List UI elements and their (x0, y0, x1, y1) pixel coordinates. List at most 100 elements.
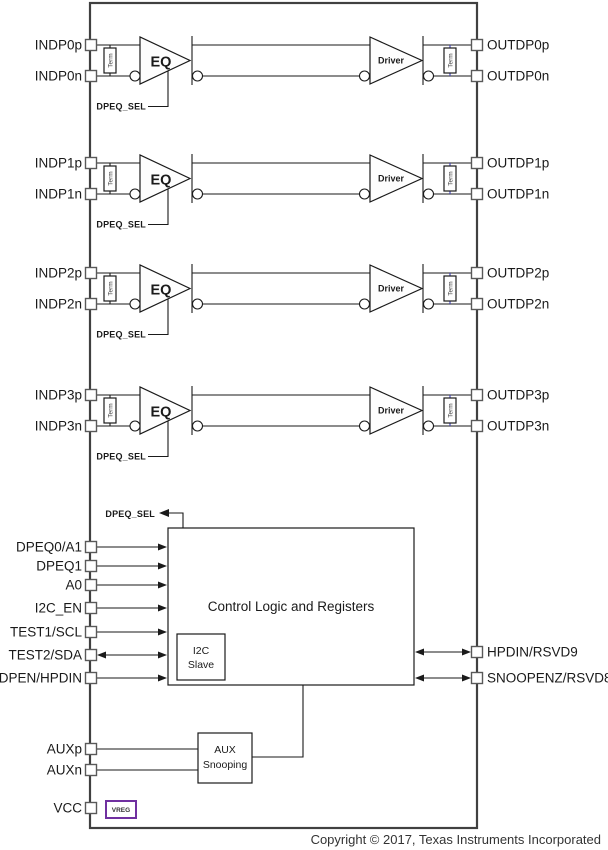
driver-amp-triangle (369, 36, 424, 85)
arrowhead-right-icon (158, 628, 167, 636)
driver-out-bubble (422, 188, 435, 200)
eq-label: EQ (151, 283, 172, 299)
pin-label: SNOOPENZ/RSVD8 (487, 671, 608, 686)
driver-invert-bubble (358, 188, 371, 200)
pin-square-in-n (84, 187, 98, 201)
power-section: VCC VREG (53, 800, 137, 819)
pin-square-auxp (84, 742, 98, 756)
dpeq-sel-net-label: DPEQ_SEL (96, 452, 146, 462)
driver-amp-triangle (369, 154, 424, 203)
arrowhead-right-icon (158, 562, 167, 570)
pin-label-in-n: INDP2n (35, 297, 82, 312)
pin-label-out-p: OUTDP3p (487, 388, 549, 403)
eq-amp-triangle (139, 154, 192, 203)
term-out-label: Term (447, 53, 454, 67)
pin-label: DPEQ1 (36, 559, 82, 574)
arrowhead-right-icon (158, 651, 167, 659)
eq-out-bubble (191, 420, 204, 432)
dpeq-sel-net-label: DPEQ_SEL (96, 220, 146, 230)
dpeq-sel-wire (148, 299, 169, 336)
control-pin-row-test2-sda: TEST2/SDA (8, 648, 167, 663)
driver-invert-bubble (358, 420, 371, 432)
copyright-notice: Copyright © 2017, Texas Instruments Inco… (311, 832, 601, 847)
term-in-block (103, 165, 117, 192)
pin-square (470, 645, 484, 659)
pin-square-in-n (84, 297, 98, 311)
pin-square (84, 559, 98, 573)
pin-square-auxn (84, 763, 98, 777)
control-pin-row-dpeq0-a1: DPEQ0/A1 (16, 540, 167, 555)
dpeq-sel-out-label: DPEQ_SEL (105, 509, 155, 519)
pin-square-in-n (84, 419, 98, 433)
pin-square-in-p (84, 156, 98, 170)
dpeq-sel-net-label: DPEQ_SEL (96, 102, 146, 112)
pin-square-out-p (470, 388, 484, 402)
term-out-block (443, 47, 457, 74)
channel-1: INDP1p INDP1n Term EQ DPEQ_SEL Driver Te… (35, 154, 549, 230)
term-in-block (103, 47, 117, 74)
interconnect-wires (192, 394, 370, 427)
vreg-block (105, 800, 137, 819)
driver-label: Driver (378, 406, 405, 416)
channel-2: INDP2p INDP2n Term EQ DPEQ_SEL Driver Te… (35, 264, 549, 340)
driver-label: Driver (378, 174, 405, 184)
dpeq-sel-wire (148, 189, 169, 226)
term-in-block (103, 275, 117, 302)
pin-square-vcc (84, 801, 98, 815)
driver-out-bubble (422, 70, 435, 82)
pin-square (470, 671, 484, 685)
pin-label-out-p: OUTDP2p (487, 266, 549, 281)
pin-square-out-n (470, 187, 484, 201)
pin-label-out-p: OUTDP1p (487, 156, 549, 171)
term-out-label: Term (447, 403, 454, 417)
pin-label: A0 (65, 578, 82, 593)
aux-snooping-label-line2: Snooping (203, 759, 248, 771)
input-wires (96, 394, 140, 427)
interconnect-wires (192, 162, 370, 195)
interconnect-wires (192, 44, 370, 77)
pin-label: HPDIN/RSVD9 (487, 645, 578, 660)
pin-label-auxn: AUXn (47, 763, 82, 778)
eq-invert-bubble (129, 70, 141, 82)
pin-label: TEST1/SCL (10, 625, 83, 640)
arrowhead-left-icon (159, 509, 169, 517)
input-wires (96, 162, 140, 195)
pin-label-in-n: INDP3n (35, 419, 82, 434)
pin-label-out-n: OUTDP2n (487, 297, 549, 312)
pin-label-out-p: OUTDP0p (487, 38, 549, 53)
term-in-label: Term (107, 403, 114, 417)
dpeq-sel-wire (148, 421, 169, 458)
driver-invert-bubble (358, 298, 371, 310)
term-out-block (443, 397, 457, 424)
control-pin-row-a0: A0 (65, 578, 167, 593)
term-out-label: Term (447, 171, 454, 185)
channel-0: INDP0p INDP0n Term EQ DPEQ_SEL Driver Te… (35, 36, 549, 112)
driver-invert-bubble (358, 70, 371, 82)
arrowhead-left-icon (415, 674, 424, 682)
eq-amp-triangle (139, 36, 192, 85)
aux-snooping-block (197, 732, 253, 784)
pin-square-out-p (470, 156, 484, 170)
arrowhead-left-icon (97, 651, 106, 659)
pin-label: TEST2/SDA (8, 648, 82, 663)
i2c-slave-label-line1: I2C (193, 645, 210, 657)
arrowhead-left-icon (415, 648, 424, 656)
pin-label-out-n: OUTDP3n (487, 419, 549, 434)
pin-square (84, 648, 98, 662)
aux-section: AUX Snooping AUXp AUXn (47, 685, 304, 784)
pin-square-out-n (470, 419, 484, 433)
pin-label-in-p: INDP3p (35, 388, 82, 403)
control-pin-row-i2c-en: I2C_EN (35, 601, 167, 616)
pin-square-out-p (470, 266, 484, 280)
pin-square (84, 671, 98, 685)
pin-label-in-p: INDP0p (35, 38, 82, 53)
pin-label-out-n: OUTDP1n (487, 187, 549, 202)
arrowhead-right-icon (158, 581, 167, 589)
i2c-slave-label-line2: Slave (188, 659, 214, 671)
driver-amp-triangle (369, 264, 424, 313)
term-out-block (443, 165, 457, 192)
arrowhead-right-icon (462, 648, 471, 656)
eq-invert-bubble (129, 420, 141, 432)
pin-square-in-p (84, 38, 98, 52)
driver-amp-triangle (369, 386, 424, 435)
